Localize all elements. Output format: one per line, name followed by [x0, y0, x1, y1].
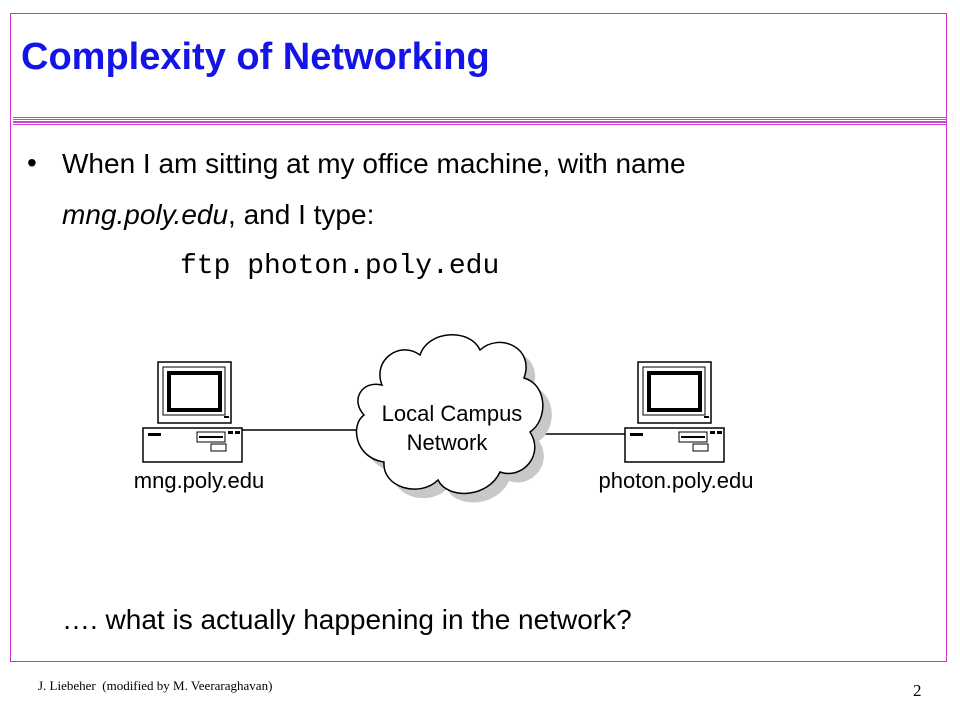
- bullet-line-2-rest: , and I type:: [228, 199, 375, 230]
- ftp-command: ftp photon.poly.edu: [180, 251, 500, 282]
- slide-frame: [10, 13, 947, 662]
- title-divider: [13, 117, 947, 125]
- host-name-italic: mng.poly.edu: [62, 199, 229, 230]
- slide-title: Complexity of Networking: [21, 36, 490, 78]
- closing-question: …. what is actually happening in the net…: [62, 604, 632, 635]
- bullet-line-2: mng.poly.edu, and I type:: [62, 201, 374, 229]
- page-number: 2: [913, 681, 922, 700]
- bullet-marker: •: [27, 147, 37, 178]
- bullet-line-1: When I am sitting at my office machine, …: [62, 148, 686, 179]
- footer-author: J. Liebeher (modified by M. Veeraraghava…: [38, 678, 273, 693]
